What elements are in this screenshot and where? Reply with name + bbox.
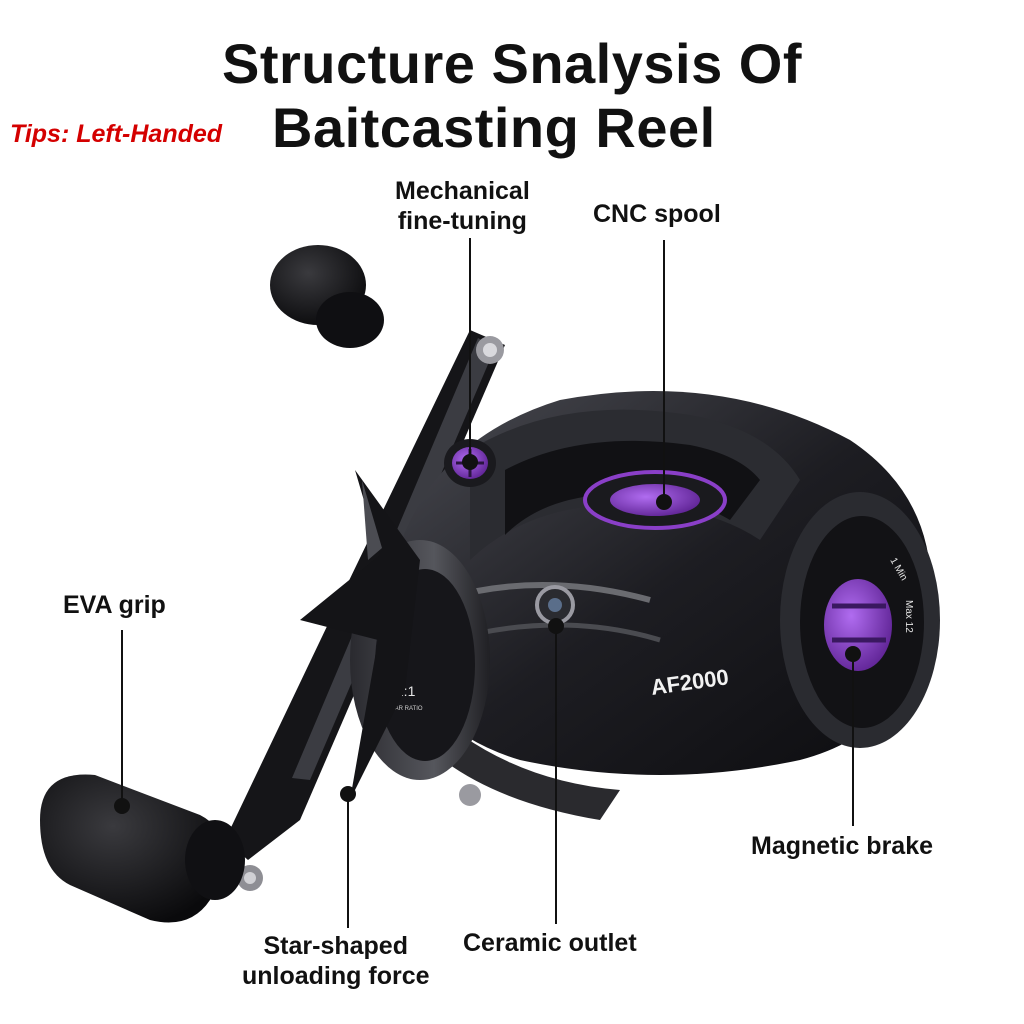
magnetic-brake-plate: 1 Min Max 12 [780,492,940,748]
callouts [114,238,861,928]
label-mechanical-tuning: Mechanical fine-tuning [395,176,530,236]
label-mechanical-line-1: Mechanical [395,177,530,205]
brake-scale-max: Max 12 [903,600,914,633]
label-cnc-spool: CNC spool [593,200,721,228]
label-mechanical-line-2: fine-tuning [397,207,527,235]
label-eva-grip: EVA grip [63,591,166,619]
label-star-drag: Star-shaped unloading force [242,931,430,991]
label-ceramic-outlet: Ceramic outlet [463,929,637,957]
title-line-2: Baitcasting Reel [272,96,716,159]
label-star-line-1: Star-shaped [263,932,408,960]
eva-knob-top [270,245,384,348]
star-drag [300,470,420,800]
title-line-1: Structure Snalysis Of [221,32,802,95]
eva-knob-bottom [40,774,245,923]
gear-ratio-caption: GEAR RATIO [386,706,423,712]
label-star-line-2: unloading force [242,962,430,990]
tips-text: Tips: Left-Handed [10,120,223,148]
label-magnetic-brake: Magnetic brake [751,832,934,860]
